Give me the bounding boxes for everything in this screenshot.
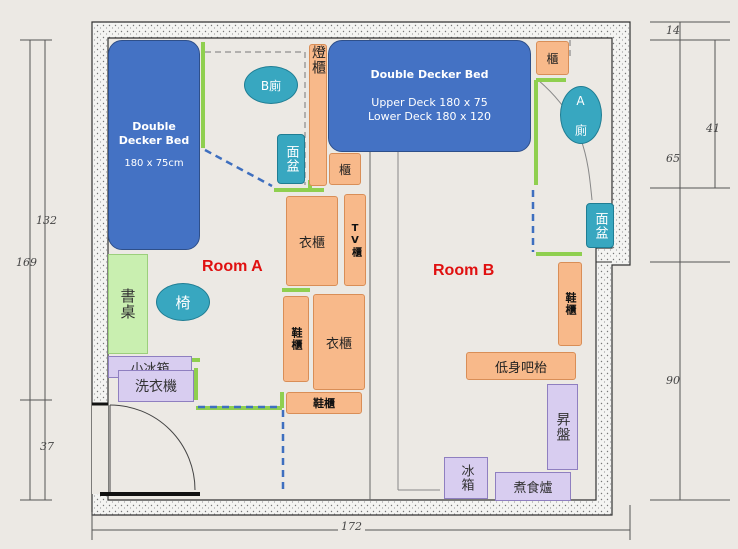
bar-table[interactable]: 低身吧枱	[466, 352, 576, 380]
dim-65: 65	[666, 152, 680, 165]
shoe-cabinet-room-a[interactable]: 鞋櫃	[283, 296, 309, 382]
bed-a-title: Double Decker Bed	[118, 120, 190, 147]
dim-90: 90	[666, 374, 680, 387]
bed-room-a[interactable]: Double Decker Bed 180 x 75cm	[108, 40, 200, 250]
cabinet-small[interactable]: 櫃	[329, 153, 361, 185]
entrance-gap	[92, 404, 108, 494]
bed-a-size: 180 x 75cm	[124, 157, 184, 169]
bed-b-title: Double Decker Bed	[370, 68, 489, 82]
toilet-b[interactable]: B廁	[244, 66, 298, 104]
dim-169: 169	[16, 256, 37, 269]
door-lines	[198, 148, 535, 492]
dim-41: 41	[706, 122, 720, 135]
bed-room-b[interactable]: Double Decker Bed Upper Deck 180 x 75 Lo…	[328, 40, 531, 152]
bed-b-upper: Upper Deck 180 x 75	[371, 96, 488, 110]
fridge[interactable]: 冰箱	[444, 457, 488, 499]
dim-172: 172	[338, 520, 365, 533]
door-swing	[109, 404, 196, 491]
dim-132: 132	[36, 214, 57, 227]
room-a-label: Room A	[202, 258, 263, 275]
shoe-cabinet-room-b[interactable]: 鞋櫃	[558, 262, 582, 346]
toilet-a[interactable]: A 廁	[560, 86, 602, 144]
washbasin-room-a[interactable]: 面盆	[277, 134, 305, 184]
wardrobe-top[interactable]: 衣櫃	[286, 196, 338, 286]
cabinet-top-right[interactable]: 櫃	[536, 41, 569, 75]
lamp-cabinet[interactable]: 燈櫃	[309, 44, 327, 186]
shoe-cabinet-bottom[interactable]: 鞋櫃	[286, 392, 362, 414]
dim-14: 14	[666, 24, 680, 37]
dim-37: 37	[40, 440, 54, 453]
desk[interactable]: 書桌	[108, 254, 148, 354]
washbasin-room-b[interactable]: 面盆	[586, 203, 614, 248]
bed-b-lower: Lower Deck 180 x 120	[367, 109, 492, 123]
room-b-label: Room B	[433, 262, 495, 279]
washing-machine[interactable]: 洗衣機	[118, 370, 194, 402]
wardrobe-bottom[interactable]: 衣櫃	[313, 294, 365, 390]
lift-tray[interactable]: 昇盤	[547, 384, 578, 470]
tv-cabinet[interactable]: TV櫃	[344, 194, 366, 286]
chair[interactable]: 椅	[156, 283, 210, 321]
stove[interactable]: 煮食爐	[495, 472, 571, 501]
